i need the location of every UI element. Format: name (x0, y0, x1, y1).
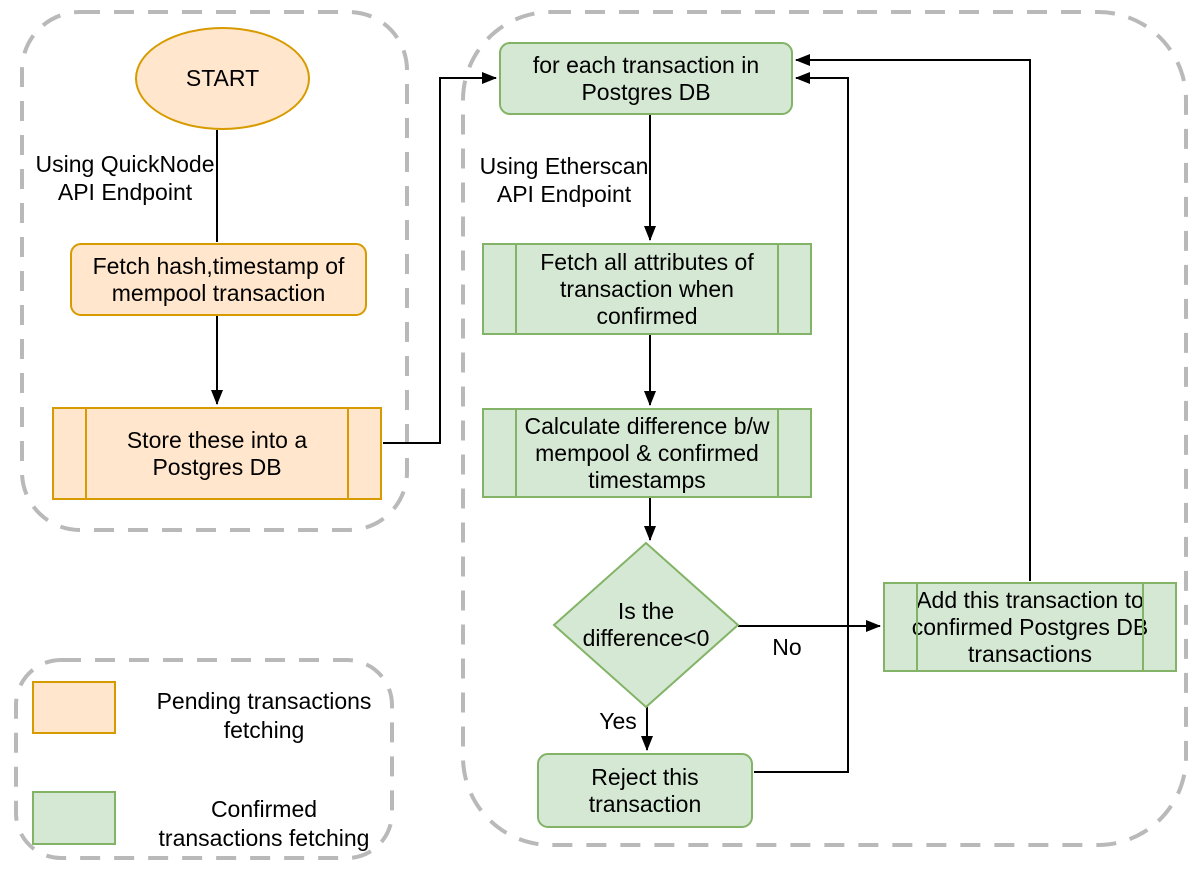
fetch-mempool-node-label: Fetch hash,timestamp of mempool transact… (92, 252, 345, 306)
start-node: START (135, 27, 310, 130)
predefined-process-right-bar (1142, 584, 1144, 670)
edge-store-to-foreach (383, 72, 497, 444)
reject-transaction-node-label: Reject this transaction (588, 763, 702, 817)
edge-reject-loop-to-foreach (754, 72, 849, 773)
fetch-attributes-node: Fetch all attributes of transaction when… (482, 243, 812, 335)
etherscan-api-note: Using Etherscan API Endpoint (479, 153, 649, 207)
edge-label-yes: Yes (599, 708, 637, 734)
predefined-process-left-bar (515, 245, 517, 333)
fetch-attributes-node-label: Fetch all attributes of transaction when… (540, 248, 754, 329)
add-confirmed-node: Add this transaction to confirmed Postgr… (883, 582, 1177, 672)
legend-swatch-pending (32, 681, 116, 734)
fetch-mempool-node: Fetch hash,timestamp of mempool transact… (70, 243, 367, 316)
predefined-process-right-bar (347, 409, 349, 498)
predefined-process-right-bar (777, 410, 779, 496)
decision-node-label: Is the difference<0 (582, 598, 710, 651)
edge-label-no: No (772, 634, 802, 660)
group-containers (14, 10, 1188, 860)
confirmed-group-container (461, 10, 1188, 847)
add-confirmed-node-label: Add this transaction to confirmed Postgr… (911, 586, 1149, 667)
connectors (211, 54, 1031, 773)
legend-swatch-confirmed (32, 791, 116, 845)
store-postgres-node-label: Store these into a Postgres DB (126, 426, 308, 480)
start-node-label: START (185, 65, 260, 91)
pending-group-container (20, 10, 409, 532)
calculate-difference-node-label: Calculate difference b/w mempool & confi… (524, 412, 770, 493)
store-postgres-node: Store these into a Postgres DB (52, 407, 382, 500)
predefined-process-left-bar (85, 409, 87, 498)
decision-diamond-shape (552, 541, 740, 709)
legend-label-confirmed: Confirmed transactions fetching (158, 796, 370, 851)
predefined-process-left-bar (916, 584, 918, 670)
edge-add-loop-to-foreach (795, 54, 1031, 581)
calculate-difference-node: Calculate difference b/w mempool & confi… (482, 408, 812, 498)
predefined-process-left-bar (515, 410, 517, 496)
reject-transaction-node: Reject this transaction (537, 753, 753, 828)
quicknode-api-note: Using QuickNode API Endpoint (35, 151, 215, 205)
decision-node: Is the difference<0 (566, 585, 726, 665)
predefined-process-right-bar (777, 245, 779, 333)
for-each-transaction-node: for each transaction in Postgres DB (499, 42, 793, 115)
for-each-transaction-node-label: for each transaction in Postgres DB (532, 51, 760, 105)
legend-container (14, 658, 394, 860)
legend-label-pending: Pending transactions fetching (156, 688, 372, 743)
